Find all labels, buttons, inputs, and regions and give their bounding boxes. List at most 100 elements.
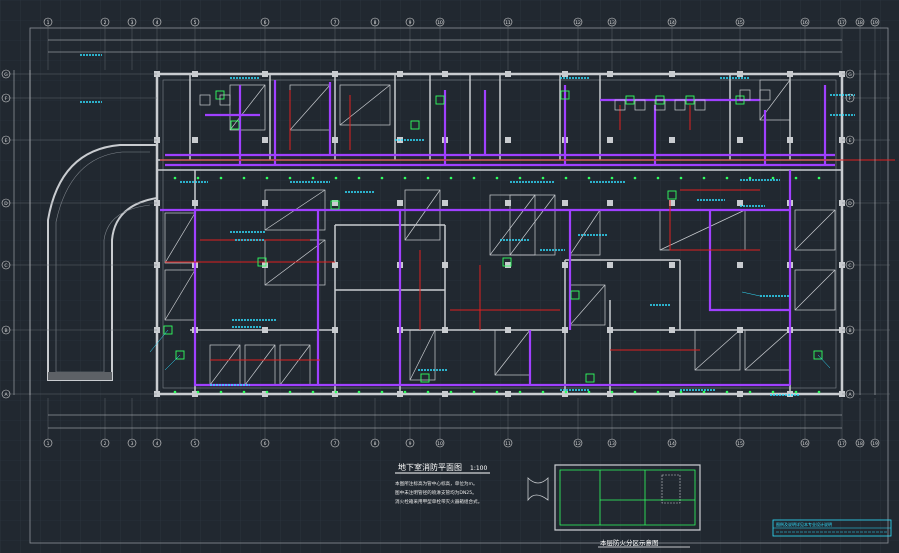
axis-label: 9 — [409, 20, 412, 26]
column — [787, 391, 793, 397]
axis-label: G — [848, 72, 852, 78]
column — [262, 137, 268, 143]
note-3: 消火栓箱采用甲型单栓带灭火器箱组合式。 — [395, 498, 482, 505]
axis-label: 19 — [872, 20, 878, 26]
sprinkler-head — [748, 390, 752, 394]
fire-hydrant-box — [435, 95, 445, 105]
sprinkler-head — [173, 390, 177, 394]
axis-bubble-right-A: A — [845, 389, 855, 399]
sprinkler-head — [656, 176, 660, 180]
column — [607, 391, 613, 397]
axis-label: 16 — [802, 441, 808, 447]
sprinkler-head — [495, 390, 499, 394]
pump-unit — [654, 99, 666, 111]
sprinkler-head — [242, 176, 246, 180]
sprinkler-head — [380, 390, 384, 394]
axis-bubble-bottom-7: 7 — [330, 438, 340, 448]
column — [787, 137, 793, 143]
sprinkler-head — [472, 390, 476, 394]
pump-unit — [219, 94, 231, 106]
fire-hydrant-box — [585, 373, 595, 383]
note-2: 图中未注明管径的喷淋支管均为DN25。 — [395, 489, 477, 496]
axis-label: 15 — [737, 20, 743, 26]
sprinkler-head — [564, 390, 568, 394]
column — [332, 262, 338, 268]
axis-label: 6 — [264, 20, 267, 26]
axis-bubble-top-9: 9 — [405, 17, 415, 27]
axis-bubble-bottom-19: 19 — [870, 438, 880, 448]
axis-label: 3 — [131, 20, 134, 26]
fire-hydrant-box — [502, 257, 512, 267]
sprinkler-head — [748, 176, 752, 180]
pump-unit — [694, 99, 706, 111]
column — [607, 327, 613, 333]
axis-bubble-left-A: A — [1, 389, 11, 399]
axis-bubble-top-1: 1 — [43, 17, 53, 27]
sprinkler-head — [219, 176, 223, 180]
column — [397, 200, 403, 206]
column — [607, 71, 613, 77]
axis-label: 2 — [104, 441, 107, 447]
pump-unit — [759, 89, 771, 101]
sprinkler-head — [725, 176, 729, 180]
column — [505, 262, 511, 268]
sprinkler-head — [518, 176, 522, 180]
axis-label: 14 — [669, 441, 675, 447]
sprinkler-head — [357, 390, 361, 394]
axis-grid-lines: 1122334455667788991010111112121313141415… — [1, 17, 890, 448]
axis-bubble-bottom-2: 2 — [100, 438, 110, 448]
legend-text: 图例及说明详见本专业设计说明 — [776, 521, 832, 527]
column — [562, 262, 568, 268]
column — [669, 327, 675, 333]
sprinkler-head — [610, 390, 614, 394]
sprinkler-head — [288, 176, 292, 180]
axis-label: 8 — [374, 20, 377, 26]
legend-box: 图例及说明详见本专业设计说明 — [772, 519, 892, 537]
column — [562, 391, 568, 397]
axis-bubble-bottom-11: 11 — [503, 438, 513, 448]
axis-bubble-left-B: B — [1, 325, 11, 335]
column — [192, 391, 198, 397]
column — [669, 200, 675, 206]
axis-bubble-right-E: E — [845, 135, 855, 145]
axis-label: 18 — [857, 20, 863, 26]
fire-zone-keyplan[interactable]: 本层防火分区示意图 — [527, 464, 701, 548]
axis-bubble-right-D: D — [845, 198, 855, 208]
sprinkler-head — [495, 176, 499, 180]
axis-label: 1 — [47, 441, 50, 447]
sprinkler-head — [679, 390, 683, 394]
sprinkler-head — [794, 176, 798, 180]
axis-bubble-bottom-4: 4 — [152, 438, 162, 448]
axis-label: 10 — [437, 20, 443, 26]
axis-label: 12 — [575, 441, 581, 447]
axis-label: B — [848, 328, 851, 334]
fire-hydrant-box — [230, 120, 240, 130]
column — [332, 71, 338, 77]
sprinkler-head — [702, 390, 706, 394]
leader-line — [741, 291, 761, 297]
axis-label: F — [849, 96, 852, 102]
sprinkler-head — [357, 176, 361, 180]
axis-label: 4 — [156, 20, 159, 26]
sprinkler-head — [794, 390, 798, 394]
sprinkler-head — [196, 390, 200, 394]
axis-bubble-top-5: 5 — [190, 17, 200, 27]
axis-bubble-top-10: 10 — [435, 17, 445, 27]
axis-label: C — [848, 263, 851, 269]
column — [397, 391, 403, 397]
sprinkler-head — [334, 390, 338, 394]
axis-label: D — [848, 201, 852, 207]
column — [442, 71, 448, 77]
annotation-labels — [80, 54, 855, 396]
axis-label: 13 — [609, 20, 615, 26]
sprinkler-head — [610, 176, 614, 180]
axis-label: 8 — [374, 441, 377, 447]
axis-bubble-top-17: 17 — [837, 17, 847, 27]
axis-label: B — [4, 328, 7, 334]
axis-label: 17 — [839, 441, 845, 447]
sprinkler-head — [311, 176, 315, 180]
axis-label: A — [848, 392, 852, 398]
axis-label: 1 — [47, 20, 50, 26]
